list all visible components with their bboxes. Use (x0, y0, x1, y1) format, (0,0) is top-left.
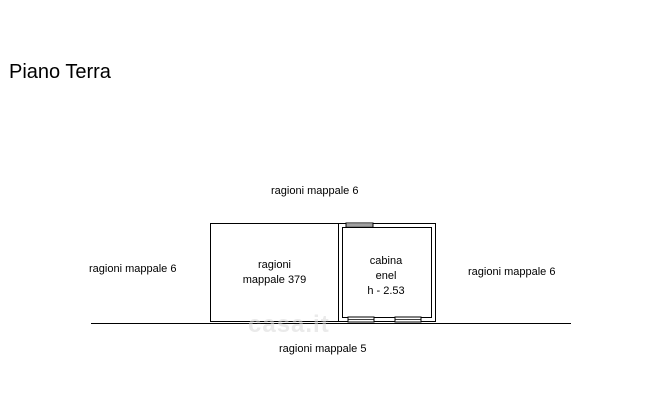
cabina-label-line3: h - 2.53 (367, 285, 405, 297)
watermark-logo: casa.it (248, 311, 330, 338)
label-bottom-neighbor: ragioni mappale 5 (279, 343, 367, 355)
room-label-line1: ragioni (257, 259, 292, 271)
label-left-neighbor: ragioni mappale 6 (89, 263, 177, 275)
room-label-line2: mappale 379 (242, 274, 307, 286)
label-top-neighbor: ragioni mappale 6 (271, 185, 359, 197)
cabina-outer-wall (338, 223, 436, 322)
room-mappale-379-label: ragioni mappale 379 (211, 258, 338, 288)
label-right-neighbor: ragioni mappale 6 (468, 266, 556, 278)
page-title: Piano Terra (9, 61, 111, 83)
cabina-inner-wall (342, 227, 432, 318)
cabina-label-line2: enel (375, 270, 397, 282)
cabina-label-line1: cabina (369, 255, 403, 267)
cabina-label: cabina enel h - 2.53 (342, 254, 430, 299)
